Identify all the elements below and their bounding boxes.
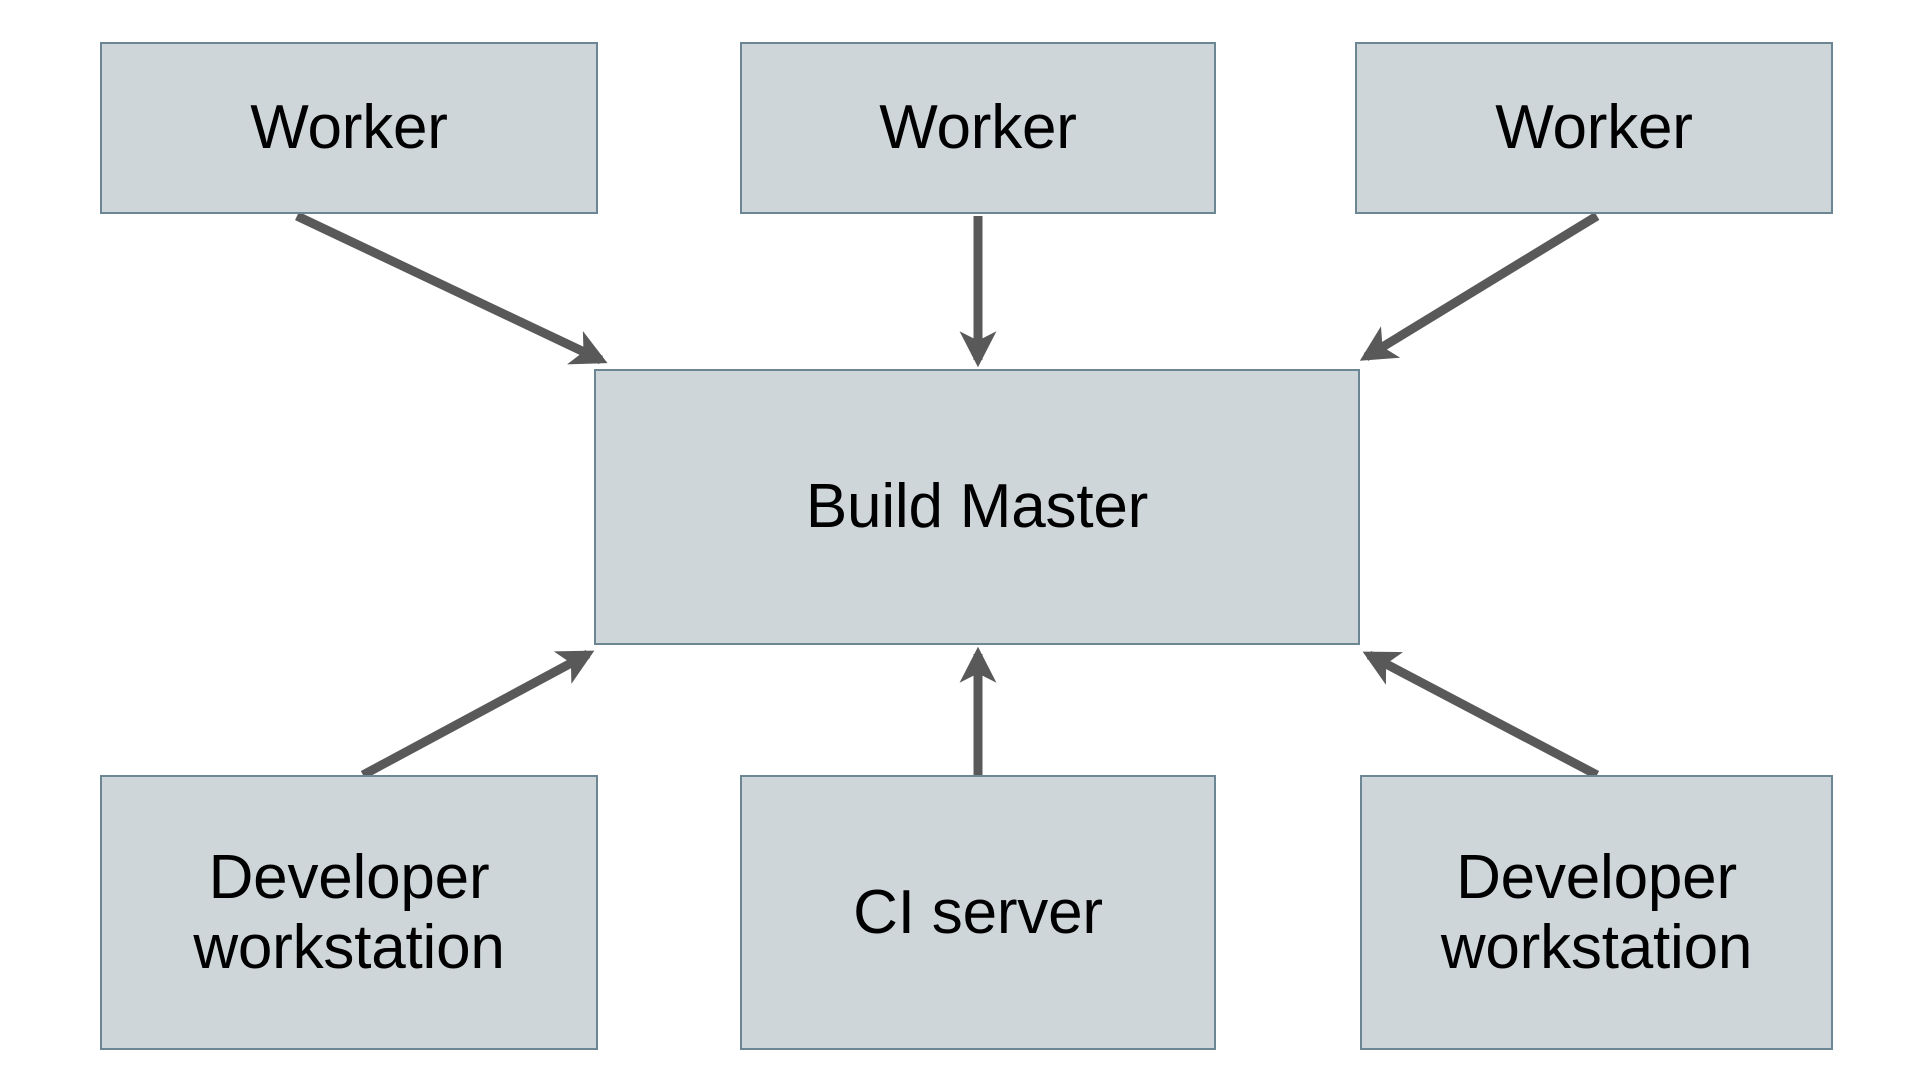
node-ci-server[interactable]: CI server [740,775,1216,1050]
node-worker-2[interactable]: Worker [740,42,1216,214]
node-worker-2-label: Worker [879,93,1077,163]
node-build-master[interactable]: Build Master [594,369,1360,645]
edge-dev-right-to-build-master [1362,651,1600,779]
node-worker-3[interactable]: Worker [1355,42,1833,214]
node-developer-workstation-left-label: Developer workstation [193,843,505,982]
node-developer-workstation-left[interactable]: Developer workstation [100,775,598,1050]
node-worker-1-label: Worker [250,93,448,163]
node-worker-1[interactable]: Worker [100,42,598,214]
edge-dev-left-to-build-master [360,650,595,779]
node-ci-server-label: CI server [853,877,1103,947]
node-worker-3-label: Worker [1495,93,1693,163]
edge-worker-3-to-build-master [1359,212,1600,361]
node-developer-workstation-right[interactable]: Developer workstation [1360,775,1833,1050]
node-build-master-label: Build Master [805,472,1149,542]
edge-worker-1-to-build-master [295,211,608,365]
node-developer-workstation-right-label: Developer workstation [1440,843,1753,982]
